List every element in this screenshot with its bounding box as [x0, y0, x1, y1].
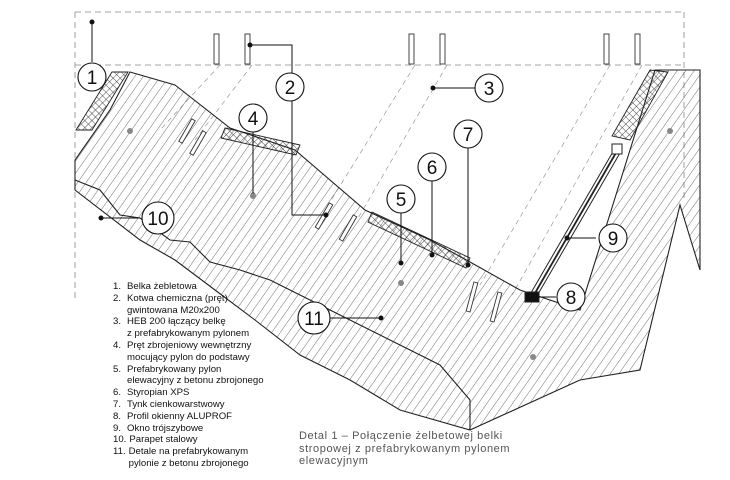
callout-2: 2 — [275, 72, 305, 102]
svg-text:2: 2 — [285, 78, 296, 99]
legend-number: 7. — [113, 398, 122, 410]
legend-text: Detale na prefabrykowanym pylonie z beto… — [128, 446, 249, 469]
legend-number: 3. — [113, 316, 122, 328]
callout-11: 11 — [297, 301, 331, 335]
callouts: 1 2 3 4 5 6 7 8 9 10 11 — [77, 62, 628, 335]
top-anchors — [213, 33, 641, 65]
legend-number: 4. — [113, 339, 122, 351]
legend-text: Tynk cienkowarstwowy — [127, 398, 225, 410]
callout-1: 1 — [77, 62, 107, 92]
callout-9: 9 — [598, 223, 628, 253]
legend-item: 8. Profil okienny ALUPROF — [113, 411, 303, 423]
legend-text: Okno trójszybowe — [127, 422, 204, 434]
svg-text:5: 5 — [396, 190, 407, 211]
legend-item: 10.Parapet stalowy — [113, 434, 303, 446]
legend-number: 5. — [113, 363, 122, 375]
legend-number: 9. — [113, 422, 122, 434]
callout-6: 6 — [417, 152, 447, 182]
callout-5: 5 — [386, 184, 416, 214]
svg-text:1: 1 — [87, 68, 98, 89]
legend-number: 11. — [113, 446, 126, 458]
xps-insulation — [75, 69, 669, 269]
svg-text:6: 6 — [427, 158, 438, 179]
svg-text:9: 9 — [608, 229, 619, 250]
leader-lines — [91, 22, 596, 319]
legend-number: 8. — [113, 410, 122, 422]
svg-text:10: 10 — [147, 209, 168, 230]
callout-7: 7 — [453, 119, 483, 149]
legend-item: 1. Belka żebletowa — [113, 281, 303, 293]
legend-item: 9. Okno trójszybowe — [113, 423, 303, 435]
concrete-markers — [127, 128, 673, 360]
legend-text: Styropian XPS — [127, 387, 190, 399]
legend-number: 1. — [113, 281, 122, 292]
legend-number: 10. — [113, 434, 127, 446]
callout-3: 3 — [474, 73, 504, 103]
legend-text: HEB 200 łączący belkę z prefabrykowanym … — [127, 316, 250, 340]
legend-item: 11.Detale na prefabrykowanym pylonie z b… — [113, 446, 303, 470]
legend-text: Prefabrykowany pylon elewacyjny z betonu… — [127, 363, 264, 387]
window-element — [524, 143, 623, 303]
pylon-lower-edge — [74, 179, 471, 430]
legend-text: Profil okienny ALUPROF — [127, 410, 233, 422]
legend-item: 4. Pręt zbrojeniowy wewnętrzny mocujący p… — [113, 340, 303, 364]
callout-8: 8 — [556, 282, 586, 312]
legend-text: Parapet stalowy — [129, 434, 198, 446]
svg-text:7: 7 — [463, 125, 474, 146]
caption-line-1: Detal 1 – Połączenie żelbetowej belki — [299, 430, 503, 442]
callout-4: 4 — [238, 103, 268, 133]
legend-number: 2. — [113, 292, 122, 304]
legend-item: 3. HEB 200 łączący belkę z prefabrykowany… — [113, 316, 303, 340]
legend-number: 6. — [113, 387, 122, 399]
legend-item: 7. Tynk cienkowarstwowy — [113, 399, 303, 411]
svg-text:4: 4 — [248, 109, 259, 130]
callout-10: 10 — [141, 201, 175, 235]
caption-line-2: stropowej z prefabrykowanym pylonem — [299, 442, 511, 455]
legend-item: 5. Prefabrykowany pylon elewacyjny z beto… — [113, 364, 303, 388]
caption-line-3: elewacyjnym — [299, 455, 369, 467]
legend-item: 2. Kotwa chemiczna (pręt) gwintowana M20x… — [113, 293, 303, 317]
legend-text: Kotwa chemiczna (pręt) gwintowana M20x20… — [127, 292, 228, 316]
svg-text:11: 11 — [304, 309, 324, 330]
legend-text: Belka żebletowa — [127, 281, 197, 292]
legend-text: Pręt zbrojeniowy wewnętrzny mocujący pyl… — [127, 339, 252, 363]
caption: Detal 1 – Połączenie żelbetowej belki st… — [299, 430, 599, 468]
legend-item: 6. Styropian XPS — [113, 387, 303, 399]
svg-text:3: 3 — [484, 79, 495, 100]
slope-anchors — [178, 118, 503, 323]
leader-dots — [89, 19, 570, 321]
legend: 1. Belka żebletowa 2. Kotwa chemiczna (pręt… — [113, 281, 303, 470]
svg-text:8: 8 — [566, 288, 577, 309]
